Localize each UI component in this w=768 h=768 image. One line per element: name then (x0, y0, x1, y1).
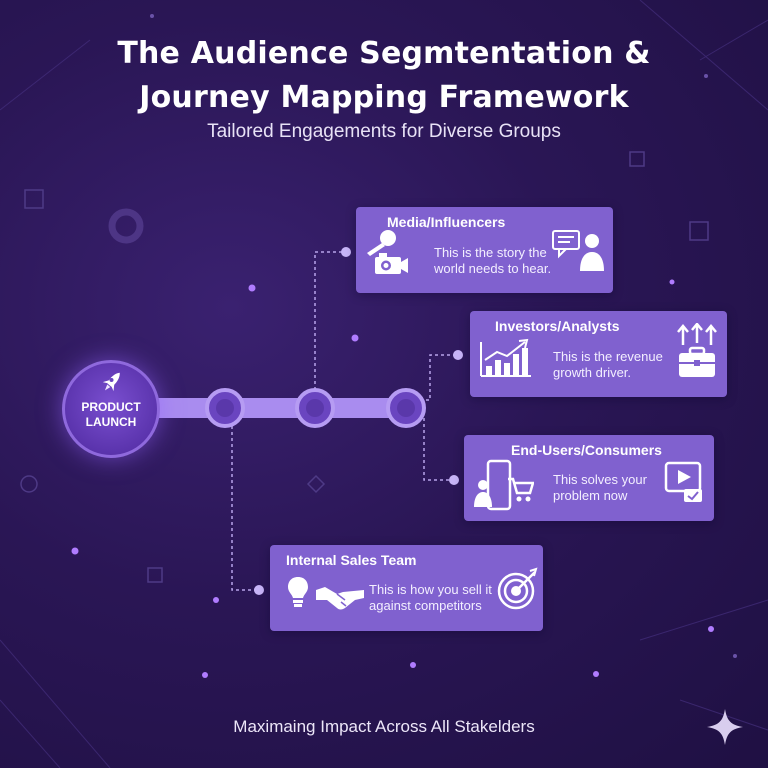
footer-tagline: Maximaing Impact Across All Stakelders (233, 717, 535, 736)
desc-line-2: world needs to hear. (434, 261, 552, 276)
speech-bubble-presenter-icon (552, 230, 604, 271)
connector-media (314, 251, 344, 396)
bar-chart-growth-icon (480, 338, 531, 377)
card-description: This is the story the world needs to hea… (434, 245, 551, 277)
product-launch-hub: PRODUCT LAUNCH (62, 360, 160, 458)
timeline-bar (150, 398, 422, 418)
desc-line-1: This solves your (553, 472, 647, 487)
connector-sales (231, 420, 258, 591)
connector-end-sales (254, 585, 264, 595)
title-line-2: Journey Mapping Framework (139, 80, 629, 115)
lightbulb-icon (288, 577, 308, 607)
hub-label-line-1: PRODUCT (81, 400, 141, 414)
rocket-icon (102, 372, 120, 392)
hub-label-line-2: LAUNCH (85, 415, 137, 429)
desc-line-1: This is how you sell it (369, 582, 492, 597)
card-title: End-Users/Consumers (511, 442, 662, 458)
hub-label: PRODUCT LAUNCH (65, 400, 157, 430)
card-description: This solves your problem now (553, 472, 647, 504)
card-description: This is the revenue growth driver. (553, 349, 663, 381)
desc-line-2: problem now (553, 488, 628, 503)
title-line-1: The Audience Segmtentation & (117, 36, 651, 71)
desc-line-1: This is the revenue (553, 349, 663, 364)
microphone-icon (367, 230, 396, 256)
connector-consumers (420, 415, 453, 481)
card-end-users-consumers: End-Users/Consumers This solves your pro… (464, 435, 714, 521)
briefcase-up-arrows-icon (677, 323, 717, 377)
connector-end-investors (453, 350, 463, 360)
handshake-icon (316, 587, 364, 610)
camera-icon (375, 253, 408, 274)
connector-end-consumers (449, 475, 459, 485)
video-play-icon (664, 461, 702, 502)
page-subtitle: Tailored Engagements for Diverse Groups (207, 121, 561, 142)
sparkle-icon (707, 709, 743, 745)
card-internal-sales-team: Internal Sales Team This is how you sell… (270, 545, 543, 631)
card-investors-analysts: Investors/Analysts This is the revenue g… (470, 311, 727, 397)
page-title: The Audience Segmtentation & Journey Map… (0, 32, 768, 120)
card-media-influencers: Media/Influencers This is the story the … (356, 207, 613, 293)
connector-end-media (341, 247, 351, 257)
desc-line-1: This is the story the (434, 245, 547, 260)
card-title: Media/Influencers (387, 214, 506, 230)
phone-user-cart-icon (474, 459, 534, 511)
desc-line-2: growth driver. (553, 365, 632, 380)
card-title: Investors/Analysts (495, 318, 620, 334)
desc-line-2: against competitors (369, 598, 482, 613)
target-arrow-icon (497, 567, 538, 610)
connector-investors (420, 354, 457, 401)
card-title: Internal Sales Team (286, 552, 417, 568)
card-description: This is how you sell it against competit… (369, 582, 492, 614)
